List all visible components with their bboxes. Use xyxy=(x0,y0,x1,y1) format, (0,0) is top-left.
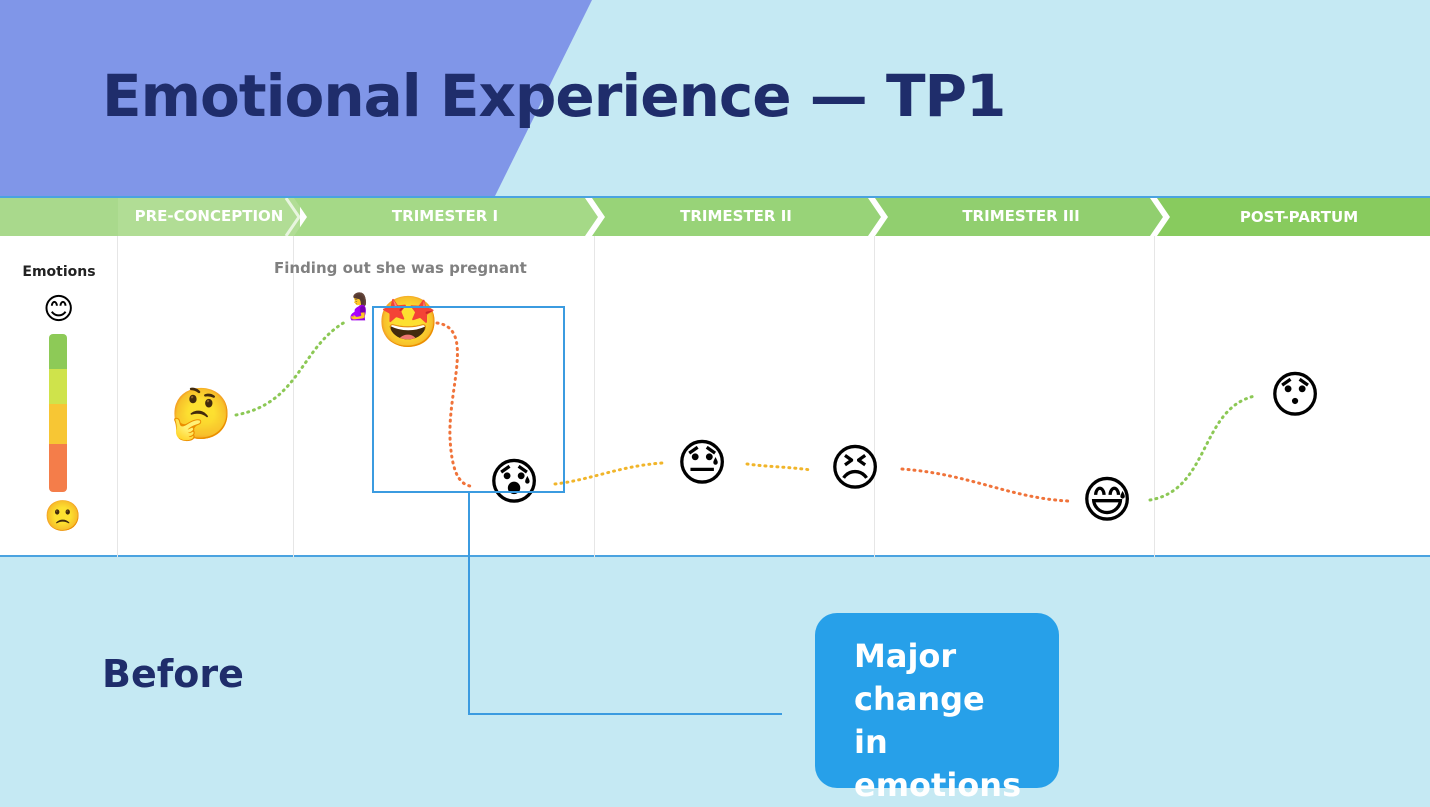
column-divider xyxy=(293,236,294,557)
column-divider xyxy=(874,236,875,557)
column-divider xyxy=(117,236,118,557)
smiling-face-icon: 😊 xyxy=(43,292,75,327)
phase-bar xyxy=(0,198,1430,236)
scale-segment-mild xyxy=(49,369,67,404)
background-accent-shape xyxy=(0,0,592,196)
star-struck-face-icon: 🤩 xyxy=(377,293,440,351)
grinning-face-with-sweat-icon: 😅 xyxy=(1081,471,1134,529)
callout-box: Major change in emotions xyxy=(815,613,1059,804)
downcast-face-with-sweat-icon: 😓 xyxy=(676,434,729,492)
phase-post-partum: POST-PARTUM xyxy=(1239,208,1359,226)
before-label: Before xyxy=(102,652,244,696)
emotion-scale-bar xyxy=(49,334,67,492)
emotion-journey-curve xyxy=(234,320,1257,503)
scale-segment-neutral xyxy=(49,404,67,444)
scale-segment-positive xyxy=(49,334,67,369)
journey-panel: PRE-CONCEPTION TRIMESTER I TRIMESTER II … xyxy=(0,196,1430,557)
hushed-face-icon: 😯 xyxy=(1269,366,1322,424)
pregnant-woman-icon: 🤰 xyxy=(342,292,375,322)
column-divider xyxy=(594,236,595,557)
scale-segment-negative xyxy=(49,444,67,492)
column-divider xyxy=(1154,236,1155,557)
phase-pre-conception: PRE-CONCEPTION xyxy=(134,207,284,225)
callout-text: Major change in emotions xyxy=(854,637,1022,804)
phase-trimester-3: TRIMESTER III xyxy=(962,207,1080,225)
phase-trimester-1: TRIMESTER I xyxy=(391,207,499,225)
slightly-frowning-face-icon: 🙁 xyxy=(44,499,82,534)
highlight-box xyxy=(372,306,565,493)
thinking-face-icon: 🤔 xyxy=(170,385,233,443)
phase-trimester-2: TRIMESTER II xyxy=(680,207,792,225)
persevering-face-icon: 😣 xyxy=(829,439,882,497)
emotions-scale-label: Emotions xyxy=(22,264,96,280)
page-title: Emotional Experience — TP1 xyxy=(102,62,1006,130)
annotation-finding-out: Finding out she was pregnant xyxy=(274,259,527,277)
